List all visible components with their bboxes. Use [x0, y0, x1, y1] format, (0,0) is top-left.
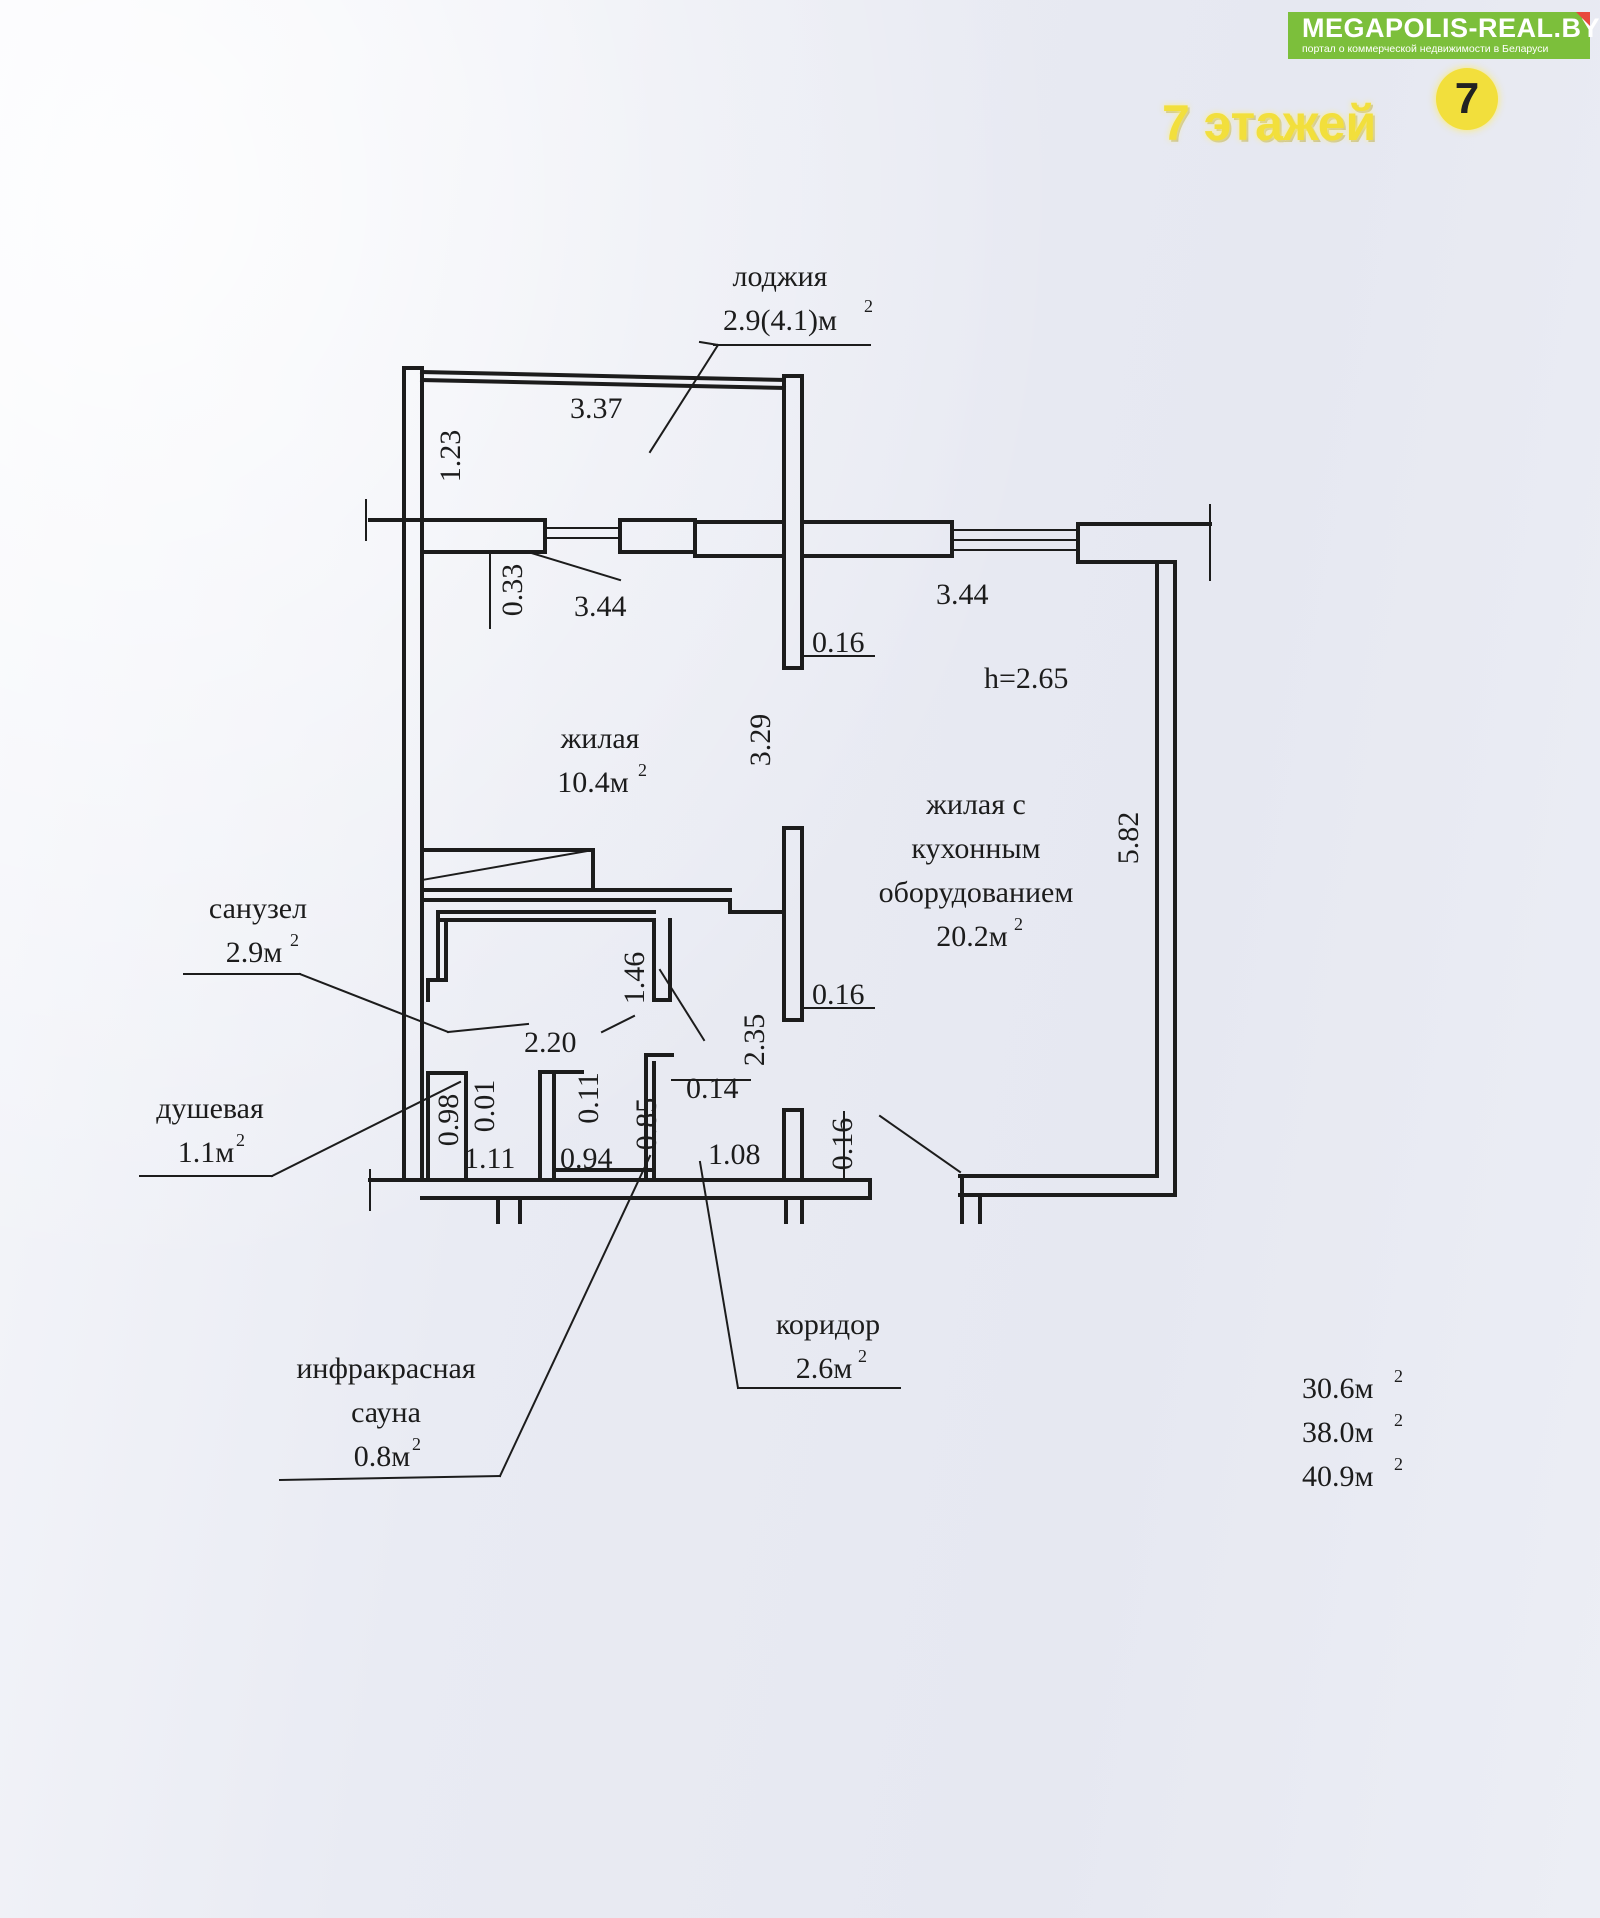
sauna-area: 0.8м: [354, 1440, 411, 1473]
total-area-3-sup: 2: [1394, 1454, 1403, 1474]
dim-337: 3.37: [570, 392, 623, 425]
loggia-name: лоджия: [733, 260, 828, 293]
dim-329: 3.29: [744, 714, 777, 767]
kitchen-living-area: 20.2м: [936, 920, 1008, 953]
total-area-1-sup: 2: [1394, 1366, 1403, 1386]
living-area: 10.4м: [557, 766, 629, 799]
brand-name: MEGAPOLIS-REAL.BY: [1302, 13, 1600, 43]
corridor-area-sup: 2: [858, 1346, 867, 1366]
dim-098: 0.98: [432, 1094, 465, 1147]
bathroom-area: 2.9м: [226, 936, 283, 969]
floors-badge-icon: 7: [1436, 68, 1498, 130]
dim-344a: 3.44: [574, 590, 627, 623]
floors-badge-number: 7: [1454, 74, 1480, 123]
living-area-sup: 2: [638, 760, 647, 780]
ceiling-height: h=2.65: [984, 662, 1068, 695]
bathroom-area-sup: 2: [290, 930, 299, 950]
dim-001: 0.01: [468, 1080, 501, 1133]
dim-011: 0.11: [572, 1072, 605, 1123]
shower-area-sup: 2: [236, 1130, 245, 1150]
dim-111: 1.11: [464, 1142, 515, 1175]
dim-108: 1.08: [708, 1138, 761, 1171]
bathroom-name: санузел: [209, 892, 307, 925]
shower-area: 1.1м: [178, 1136, 235, 1169]
total-area-2-sup: 2: [1394, 1410, 1403, 1430]
loggia-area: 2.9(4.1)м: [723, 304, 837, 337]
loggia-area-sup: 2: [864, 296, 873, 316]
walls: [365, 366, 1212, 1224]
dim-146: 1.46: [618, 952, 651, 1005]
dim-582: 5.82: [1112, 812, 1145, 865]
dim-235: 2.35: [738, 1014, 771, 1067]
dim-085: 0.85: [630, 1098, 663, 1151]
brand-tagline: портал о коммерческой недвижимости в Бел…: [1302, 43, 1549, 55]
dim-123: 1.23: [434, 430, 467, 483]
kitchen-living-line1: жилая с: [925, 788, 1026, 821]
dim-016a: 0.16: [812, 626, 865, 659]
brand-banner[interactable]: MEGAPOLIS-REAL.BY портал о коммерческой …: [1288, 12, 1600, 59]
leader-lines: [139, 340, 962, 1482]
dim-016b: 0.16: [812, 978, 865, 1011]
shower-name: душевая: [156, 1092, 264, 1125]
sauna-line1: инфракрасная: [296, 1352, 475, 1385]
floors-label: 7 этажей: [1162, 95, 1377, 151]
brand-corner-mark: [1576, 12, 1590, 26]
total-area-3: 40.9м: [1302, 1460, 1374, 1493]
sauna-line2: сауна: [351, 1396, 421, 1429]
dim-014: 0.14: [686, 1072, 739, 1105]
kitchen-living-line2: кухонным: [911, 832, 1040, 865]
dim-220: 2.20: [524, 1026, 577, 1059]
sauna-area-sup: 2: [412, 1434, 421, 1454]
corridor-area: 2.6м: [796, 1352, 853, 1385]
total-area-1: 30.6м: [1302, 1372, 1374, 1405]
dim-094: 0.94: [560, 1142, 613, 1175]
living-name: жилая: [560, 722, 640, 755]
corridor-name: коридор: [776, 1308, 880, 1341]
dim-344b: 3.44: [936, 578, 989, 611]
kitchen-living-area-sup: 2: [1014, 914, 1023, 934]
dim-033: 0.33: [496, 564, 529, 617]
dim-016c: 0.16: [826, 1118, 859, 1171]
kitchen-living-line3: оборудованием: [879, 876, 1074, 909]
total-area-2: 38.0м: [1302, 1416, 1374, 1449]
